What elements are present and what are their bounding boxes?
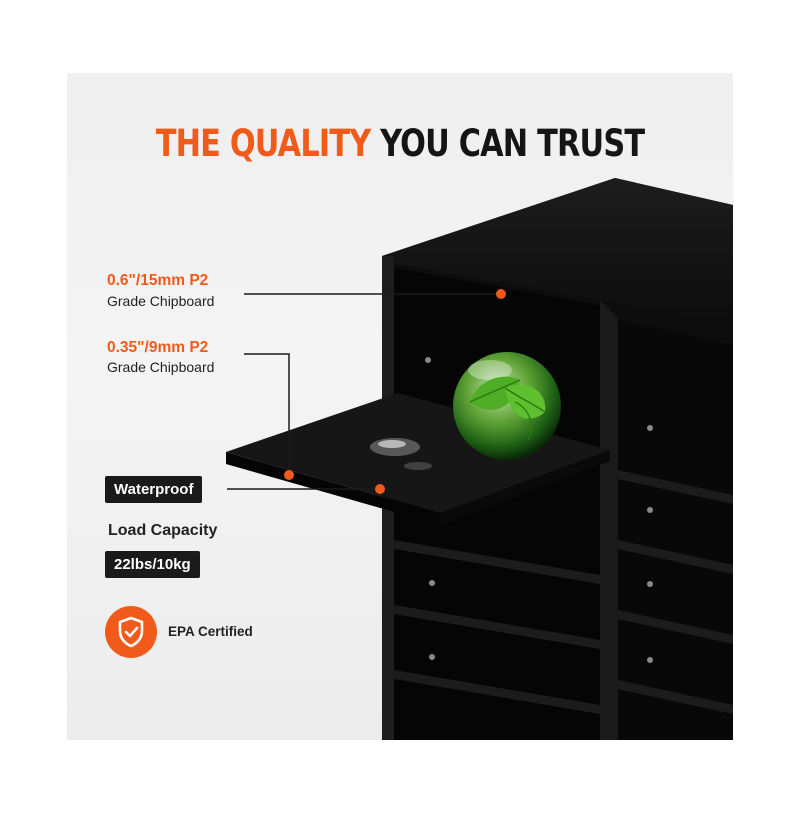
headline: THE QUALITY YOU CAN TRUST <box>72 122 728 165</box>
spec-2-subtitle: Grade Chipboard <box>107 359 215 375</box>
spec-1-title: 0.6"/15mm P2 <box>107 272 209 289</box>
cabinet-top-face <box>382 178 733 330</box>
headline-rest: YOU CAN TRUST <box>380 122 645 165</box>
spec-1-subtitle: Grade Chipboard <box>107 293 215 309</box>
spec-2-title: 0.35"/9mm P2 <box>107 339 209 356</box>
pulled-board <box>226 393 610 513</box>
shield-check-icon <box>105 606 157 658</box>
eco-bubble <box>453 352 561 460</box>
headline-accent: THE QUALITY <box>155 122 371 165</box>
callout-line-mid <box>244 353 290 475</box>
waterproof-tag: Waterproof <box>105 476 203 503</box>
epa-certified-label: EPA Certified <box>168 624 253 639</box>
load-capacity-label: Load Capacity <box>108 522 218 539</box>
load-capacity-value: 22lbs/10kg <box>105 551 200 578</box>
